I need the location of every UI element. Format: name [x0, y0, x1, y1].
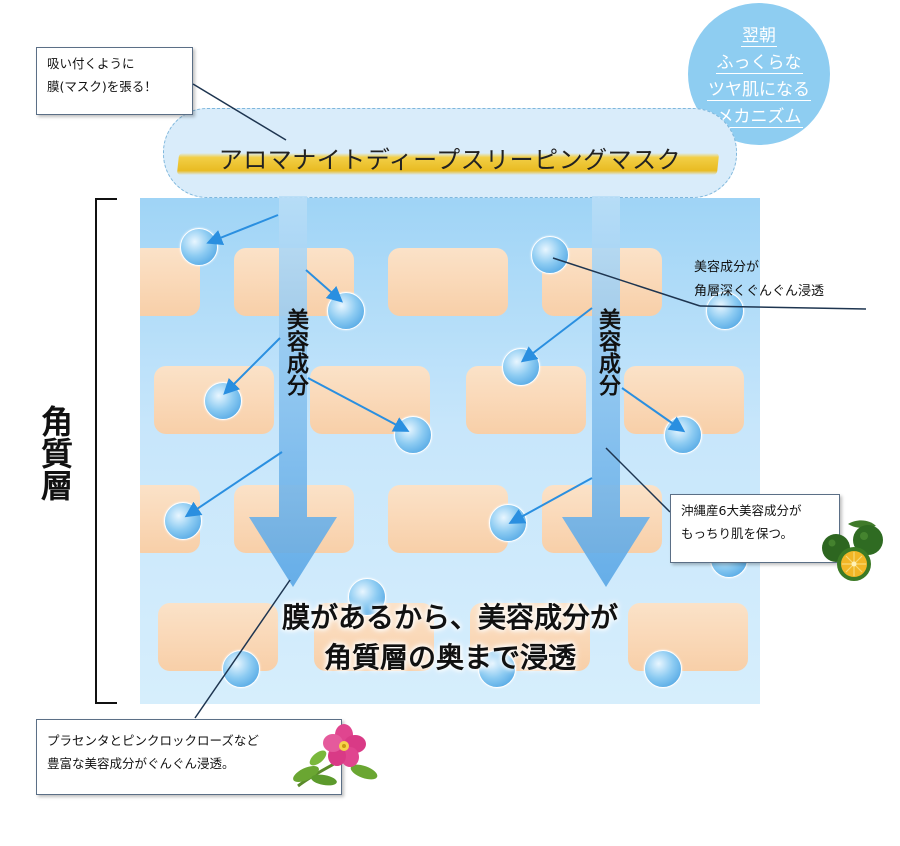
- callout-membrane-line-1: 吸い付くように: [47, 56, 135, 71]
- callout-okinawa-line-1: 沖縄産6大美容成分が: [681, 503, 802, 518]
- skin-cell: [388, 248, 508, 316]
- pointer-line: [307, 377, 410, 432]
- ingredient-bubble: [204, 382, 242, 420]
- pointer-line: [508, 477, 593, 524]
- pointer-line: [305, 269, 343, 303]
- mechanism-line-4: メカニズム: [715, 107, 803, 128]
- arrow-label-left-text: 美容成分: [283, 308, 308, 396]
- arrow-label-right-text: 美容成分: [595, 308, 620, 396]
- leader-line: [552, 257, 701, 307]
- callout-penetrate-line-1: 美容成分が: [694, 260, 760, 275]
- stratum-label: 角質層: [36, 405, 74, 501]
- callout-placenta: プラセンタとピンクロックローズなど 豊富な美容成分がぐんぐん浸透。: [36, 719, 342, 795]
- main-message-line-2: 角質層の奥まで浸透: [323, 641, 576, 674]
- mechanism-line-2: ふっくらな: [715, 53, 803, 74]
- callout-penetrate-line-2: 角層深くぐんぐん浸透: [694, 284, 825, 299]
- arrow-label-left: 美容成分: [278, 308, 308, 396]
- arrow-left: [249, 196, 337, 587]
- leader-line: [699, 305, 867, 310]
- leader-line: [605, 447, 671, 513]
- ingredient-bubble: [706, 292, 744, 330]
- mechanism-line-3: ツヤ肌になる: [707, 80, 811, 101]
- arrow-right: [562, 196, 650, 587]
- callout-penetrate: 美容成分が 角層深くぐんぐん浸透: [694, 256, 824, 304]
- arrow-label-right: 美容成分: [590, 308, 620, 396]
- callout-membrane-line-2: 膜(マスク)を張る！: [47, 79, 157, 94]
- main-message-line-1: 膜があるから、美容成分が: [281, 601, 618, 634]
- skin-cell: [388, 485, 508, 553]
- callout-okinawa-line-2: もっちり肌を保つ。: [681, 526, 794, 541]
- leader-line: [194, 579, 291, 719]
- pointer-line: [621, 387, 686, 433]
- pink-rock-rose-icon: [293, 724, 378, 788]
- ingredient-bubble: [478, 650, 516, 688]
- main-message: 膜があるから、美容成分が 角質層の奥まで浸透: [230, 598, 670, 678]
- ingredient-bubble: [348, 578, 386, 616]
- callout-placenta-line-2: 豊富な美容成分がぐんぐん浸透。: [47, 756, 235, 771]
- stratum-bracket: [95, 198, 117, 704]
- callout-placenta-line-1: プラセンタとピンクロックローズなど: [47, 733, 259, 748]
- pointer-line: [520, 307, 593, 363]
- pointer-line: [223, 337, 281, 395]
- shikuwasa-citrus-icon: [822, 520, 883, 581]
- product-name: アロマナイトディープスリーピングマスク: [218, 146, 682, 174]
- callout-membrane: 吸い付くように 膜(マスク)を張る！: [36, 47, 193, 115]
- ingredient-bubble: [644, 650, 682, 688]
- leader-line: [192, 83, 287, 141]
- callout-okinawa: 沖縄産6大美容成分が もっちり肌を保つ。: [670, 494, 840, 563]
- mechanism-line-1: 翌朝: [741, 26, 777, 47]
- pointer-line: [206, 214, 279, 246]
- pointer-line: [184, 451, 283, 518]
- ingredient-bubble: [531, 236, 569, 274]
